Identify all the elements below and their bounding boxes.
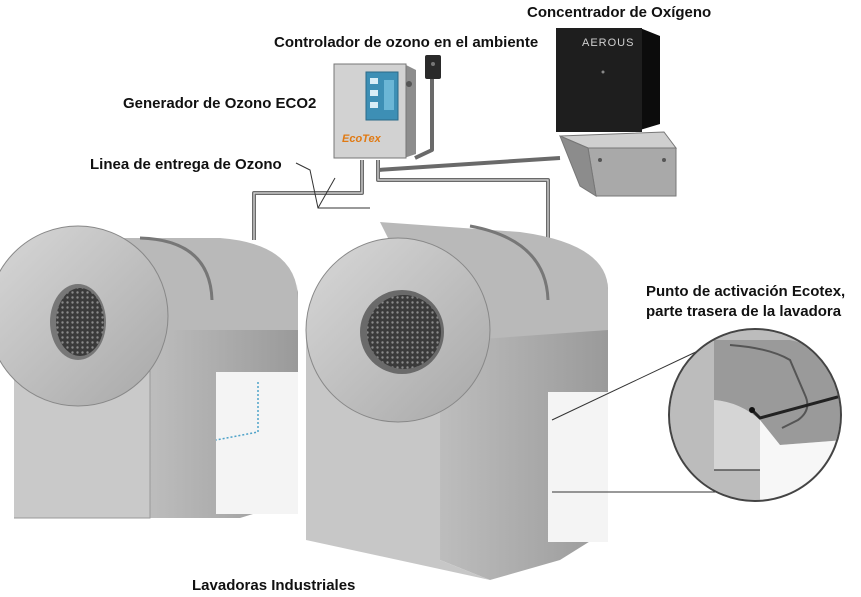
label-activation-line1: Punto de activación Ecotex, — [646, 283, 846, 300]
generator-logo: EcoTex — [342, 133, 382, 145]
ozone-generator-eco2: EcoTex — [333, 63, 416, 159]
concentrator-brand: AEROUS — [582, 37, 634, 49]
ozone-controller-sensor — [425, 55, 441, 79]
activation-point-zoom — [668, 328, 842, 502]
label-activation-point: Punto de activación Ecotex, parte traser… — [646, 282, 845, 322]
oxygen-concentrator: AEROUS — [556, 28, 677, 198]
label-activation-line2: parte trasera de la lavadora — [646, 303, 842, 320]
label-ozone-controller: Controlador de ozono en el ambiente — [274, 34, 539, 51]
label-oxygen-concentrator: Concentrador de Oxígeno — [527, 4, 712, 21]
pipe-highlights — [253, 160, 549, 252]
label-leader-lines — [295, 162, 370, 209]
label-industrial-washers: Lavadoras Industriales — [192, 577, 356, 594]
industrial-washer-right — [305, 222, 608, 580]
industrial-washer-left — [0, 225, 298, 519]
label-delivery-line: Linea de entrega de Ozono — [90, 156, 282, 173]
label-ozone-generator: Generador de Ozono ECO2 — [123, 95, 317, 112]
